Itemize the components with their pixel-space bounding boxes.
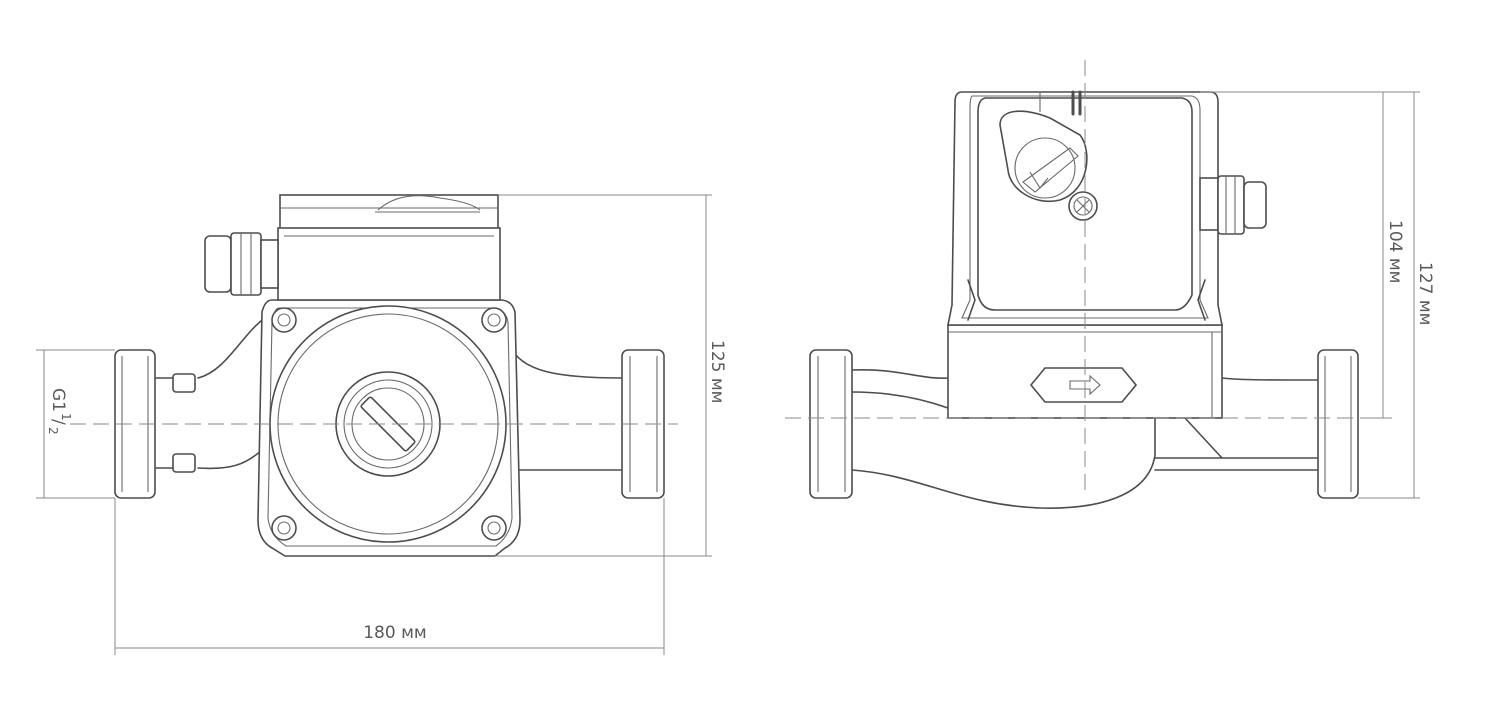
side-screw-icon bbox=[1068, 191, 1098, 221]
side-right-flange bbox=[1317, 349, 1359, 499]
width-label: 180 мм bbox=[363, 623, 427, 643]
front-lower-nipple bbox=[172, 453, 196, 473]
flow-direction-badge bbox=[1029, 367, 1138, 403]
front-plug-slot bbox=[360, 396, 416, 452]
front-terminal-box bbox=[277, 227, 501, 301]
thread-dimension: G1 1 / 2 bbox=[36, 349, 115, 499]
width-dimension: 180 мм bbox=[114, 498, 665, 655]
height-dimension-front: 125 мм bbox=[495, 194, 727, 557]
speed-selector-knob bbox=[999, 110, 1088, 203]
svg-text:/: / bbox=[48, 419, 68, 425]
height-side-inner-label: 104 мм bbox=[1385, 220, 1405, 284]
front-upper-nipple bbox=[172, 373, 196, 393]
side-left-flange bbox=[809, 349, 853, 499]
height-dimension-side-total: 127 мм bbox=[1358, 91, 1435, 499]
side-cable-gland bbox=[1199, 175, 1267, 235]
front-view: G1 1 / 2 125 мм 180 мм bbox=[36, 194, 727, 655]
front-bolts bbox=[271, 307, 507, 541]
thread-label-numerator: 1 bbox=[59, 413, 73, 421]
thread-label-main: G1 bbox=[48, 388, 68, 412]
front-cable-gland bbox=[204, 232, 279, 296]
height-side-total-label: 127 мм bbox=[1415, 262, 1435, 326]
height-front-label: 125 мм bbox=[707, 340, 727, 404]
flow-arrow-icon bbox=[1069, 374, 1101, 396]
front-terminal-lid bbox=[279, 194, 499, 232]
side-right-pipe bbox=[1154, 377, 1319, 471]
side-view: 104 мм 127 мм bbox=[785, 60, 1435, 509]
height-dimension-side-inner: 104 мм bbox=[1200, 91, 1405, 419]
thread-label-denominator: 2 bbox=[46, 427, 60, 435]
side-volute-body bbox=[851, 368, 1156, 509]
front-pipe-body bbox=[154, 311, 623, 471]
